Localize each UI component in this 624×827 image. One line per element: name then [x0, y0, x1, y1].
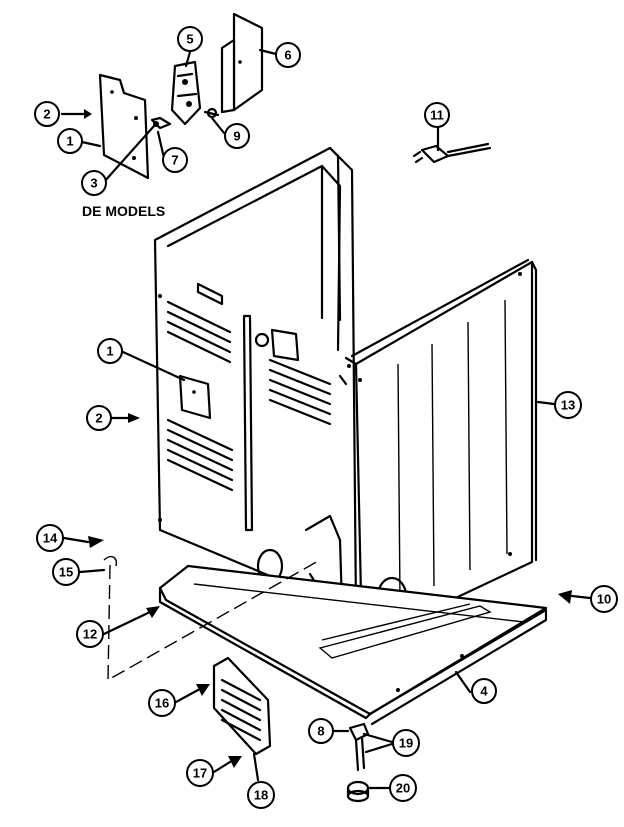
callout-8: 8	[308, 718, 334, 744]
callout-7: 7	[162, 147, 188, 173]
power-cord-11	[412, 142, 492, 164]
terminal-block-5	[170, 60, 202, 126]
callout-5: 5	[177, 26, 203, 52]
callout-2: 2	[86, 405, 112, 431]
callout-14: 14	[36, 524, 64, 552]
leveling-foot-19	[348, 722, 370, 772]
callout-label: 7	[171, 153, 178, 168]
callout-6: 6	[275, 42, 301, 68]
callout-label: 1	[106, 344, 113, 359]
callout-18: 18	[247, 781, 275, 809]
callout-9: 9	[224, 123, 250, 149]
grille-18	[212, 656, 272, 756]
callout-label: 2	[95, 411, 102, 426]
callout-label: 12	[83, 627, 97, 642]
bracket-6	[220, 12, 264, 114]
callout-4: 4	[471, 678, 497, 704]
callout-1-de: 1	[57, 128, 83, 154]
callout-label: 13	[561, 398, 575, 413]
callout-10-base: 10	[590, 585, 618, 613]
callout-label: 3	[90, 176, 97, 191]
callout-label: 4	[480, 684, 488, 699]
callout-2-de: 2	[34, 101, 60, 127]
callout-12: 12	[76, 620, 104, 648]
leader-lines	[62, 48, 592, 790]
callout-label: 5	[186, 32, 193, 47]
callout-label: 14	[43, 531, 58, 546]
callout-label: 8	[317, 724, 324, 739]
leader-15-hook	[103, 555, 118, 567]
callout-label: 6	[284, 48, 291, 63]
callout-label: 20	[396, 781, 410, 796]
callout-16: 16	[148, 689, 176, 717]
base-4	[158, 564, 548, 726]
callout-15: 15	[52, 558, 80, 586]
callout-11: 11	[424, 102, 450, 128]
callout-19: 19	[392, 729, 420, 757]
callout-label: 1	[66, 134, 73, 149]
callout-13: 13	[554, 391, 582, 419]
callout-label: 11	[430, 108, 444, 123]
callout-3: 3	[81, 170, 107, 196]
callout-label: 17	[193, 766, 207, 781]
callout-1: 1	[97, 338, 123, 364]
callout-label: 10	[597, 592, 611, 607]
callout-20: 20	[389, 774, 417, 802]
screw-2-top	[60, 109, 92, 119]
de-models-caption: DE MODELS	[82, 203, 165, 219]
callout-17: 17	[186, 759, 214, 787]
callout-label: 2	[43, 107, 50, 122]
callout-label: 15	[59, 565, 73, 580]
callout-label: 19	[399, 736, 413, 751]
dryer-cabinet	[153, 146, 538, 644]
foot-pad-20	[346, 780, 370, 803]
callout-label: 9	[233, 129, 240, 144]
screw-9	[203, 107, 220, 119]
callout-label: 18	[254, 788, 268, 803]
callout-label: 16	[155, 696, 169, 711]
mounting-plate-de	[98, 73, 150, 180]
